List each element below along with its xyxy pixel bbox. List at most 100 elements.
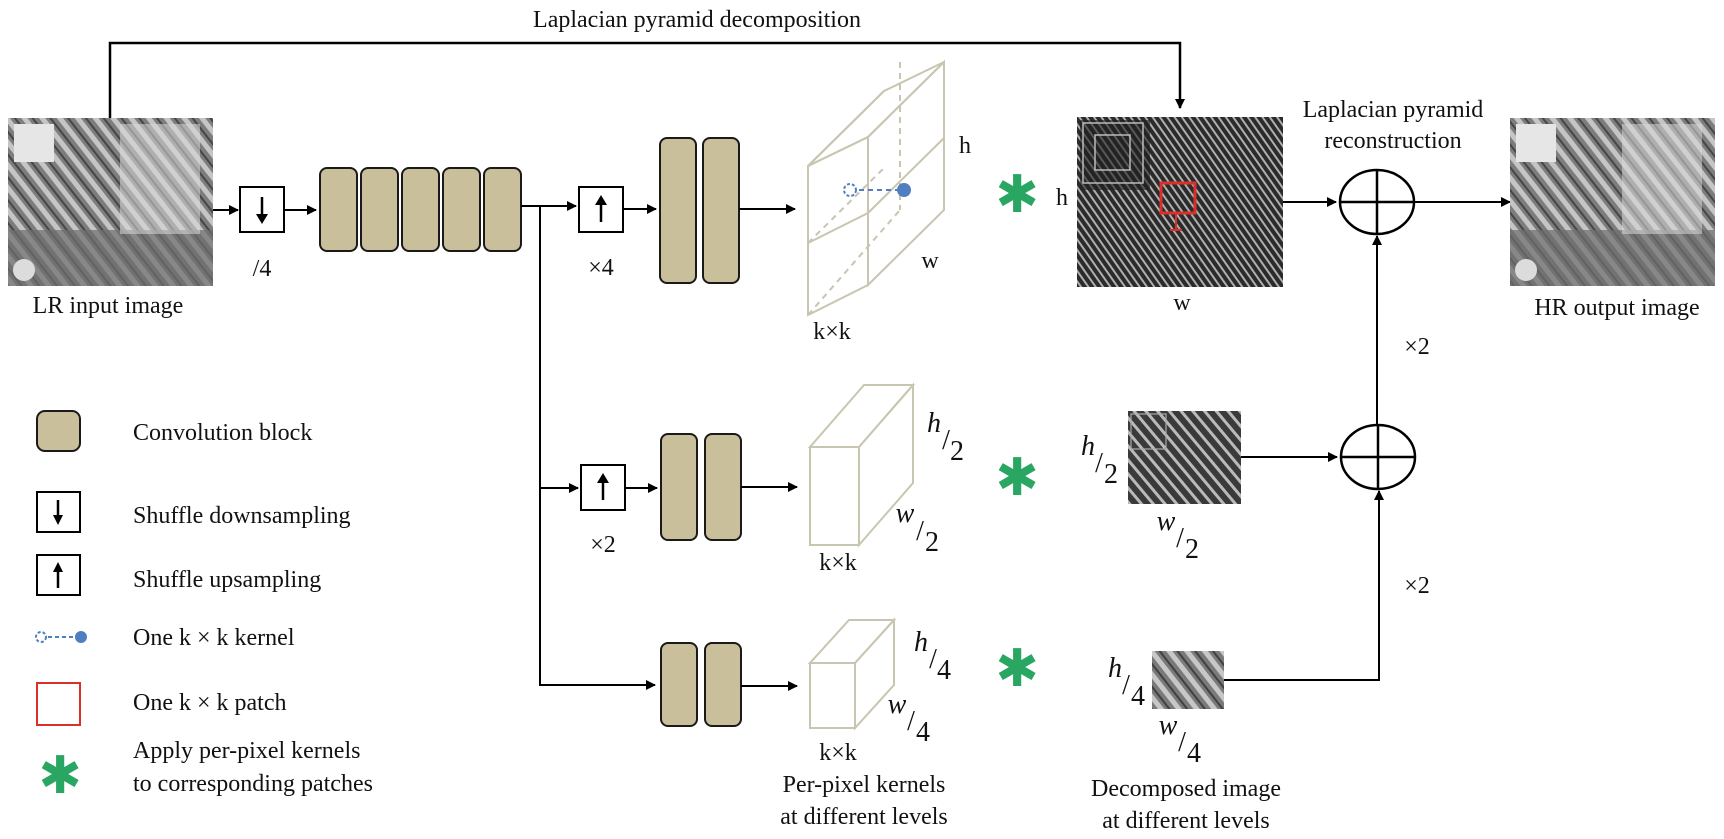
svg-text:h: h — [914, 627, 928, 658]
convolve-asterisk-1: ✱ — [995, 165, 1039, 225]
svg-text:2: 2 — [1104, 459, 1118, 490]
up-arrow-icon — [36, 554, 81, 596]
legend-label-apply-1: Apply per-pixel kernels — [133, 738, 360, 764]
cuboid-1-depth-label: k×k — [813, 319, 851, 345]
svg-text:2: 2 — [925, 527, 939, 558]
cuboid-3-w-label: w / 4 — [888, 689, 930, 748]
sum-node-middle — [1339, 423, 1417, 491]
kernel-cuboid-level-3 — [807, 617, 897, 731]
cuboid-1-h-label: h — [959, 133, 971, 159]
conv-block — [702, 137, 740, 284]
svg-text:/: / — [942, 425, 950, 456]
kernels-caption-2: at different levels — [780, 804, 947, 830]
conv-block — [660, 642, 698, 727]
asterisk-icon: ✱ — [38, 746, 82, 806]
conv-block — [319, 167, 358, 252]
svg-text:4: 4 — [1187, 738, 1201, 769]
lr-input-label: LR input image — [33, 293, 184, 319]
svg-text:h: h — [1081, 431, 1095, 462]
conv-block — [442, 167, 481, 252]
shuffle-upsample-x2-box — [580, 464, 626, 511]
svg-text:2: 2 — [950, 436, 964, 467]
legend-label-apply-2: to corresponding patches — [133, 771, 373, 797]
branch-trunk — [539, 206, 656, 690]
hr-output-image — [1510, 118, 1715, 286]
hr-output-label: HR output image — [1534, 295, 1699, 321]
cuboid-1-w-label: w — [921, 248, 939, 274]
svg-text:w: w — [1159, 710, 1178, 741]
cuboid-2-h-label: h / 2 — [927, 408, 964, 467]
svg-text:4: 4 — [1131, 681, 1145, 712]
conv-block — [401, 167, 440, 252]
image-1-w-label: w — [1173, 290, 1191, 316]
svg-text:h: h — [1108, 653, 1122, 684]
cuboid-2-w-label: w / 2 — [896, 498, 939, 558]
svg-text:2: 2 — [1185, 534, 1199, 565]
image-2-w-label: w / 2 — [1157, 506, 1199, 565]
svg-text:w: w — [888, 689, 907, 720]
conv-block — [659, 137, 697, 284]
patch-box — [1159, 181, 1197, 215]
legend-label-up: Shuffle upsampling — [133, 567, 321, 593]
svg-text:4: 4 — [937, 655, 951, 686]
arrow-image3-to-sum2 — [1224, 490, 1384, 681]
svg-text:/: / — [1176, 523, 1184, 554]
svg-text:/: / — [1122, 670, 1130, 701]
svg-text:/: / — [916, 516, 924, 547]
laplacian-image-level-2 — [1128, 411, 1241, 504]
legend-label-patch: One k × k patch — [133, 690, 287, 716]
cuboid-3-h-label: h / 4 — [914, 627, 951, 686]
kernels-caption-1: Per-pixel kernels — [783, 772, 946, 798]
conv-block-icon — [36, 410, 81, 452]
patch-icon — [36, 682, 81, 726]
conv-block — [660, 433, 698, 541]
kernel-icon — [35, 631, 87, 643]
conv-block — [483, 167, 522, 252]
conv-block — [704, 642, 742, 727]
decomposed-caption-2: at different levels — [1102, 808, 1269, 834]
sum-node-top — [1338, 168, 1416, 236]
svg-text:4: 4 — [916, 717, 930, 748]
svg-text:/: / — [1095, 448, 1103, 479]
image-1-h-label: h — [1056, 185, 1068, 211]
shuffle-downsample-box — [239, 186, 285, 233]
recon-x2-upper-label: ×2 — [1404, 334, 1430, 360]
upsample-x2-label: ×2 — [590, 532, 616, 558]
legend: Convolution block Shuffle downsampling S… — [35, 410, 373, 806]
kernel-cuboid-level-2 — [807, 382, 916, 548]
convolve-asterisk-3: ✱ — [995, 639, 1039, 699]
down-arrow-icon — [36, 491, 81, 533]
recon-x2-lower-label: ×2 — [1404, 573, 1430, 599]
image-3-h-label: h / 4 — [1108, 653, 1145, 712]
legend-label-down: Shuffle downsampling — [133, 503, 351, 529]
convolve-asterisk-2: ✱ — [995, 448, 1039, 508]
lr-input-image — [8, 118, 213, 286]
decomposed-caption-1: Decomposed image — [1091, 776, 1281, 802]
svg-text:h: h — [927, 408, 941, 439]
decomposition-arrow — [108, 41, 1185, 118]
reconstruction-label-1: Laplacian pyramid — [1303, 97, 1484, 123]
svg-text:w: w — [896, 498, 915, 529]
laplacian-image-level-3 — [1152, 651, 1224, 709]
svg-text:/: / — [907, 706, 915, 737]
kernel-cuboid-level-1 — [807, 59, 945, 317]
decomposition-title: Laplacian pyramid decomposition — [533, 7, 861, 33]
image-3-w-label: w / 4 — [1159, 710, 1201, 769]
cuboid-3-depth-label: k×k — [819, 740, 857, 766]
conv-block — [704, 433, 742, 541]
kernel-hollow-dot — [843, 183, 857, 197]
upsample-x4-label: ×4 — [588, 255, 614, 281]
downsample-factor-label: /4 — [253, 256, 272, 282]
legend-label-conv: Convolution block — [133, 420, 312, 446]
kernel-filled-dot — [897, 183, 911, 197]
cuboid-2-depth-label: k×k — [819, 550, 857, 576]
shuffle-upsample-x4-box — [578, 186, 624, 233]
conv-block — [360, 167, 399, 252]
legend-label-kernel: One k × k kernel — [133, 625, 295, 651]
laplacian-image-level-1 — [1077, 117, 1283, 287]
svg-text:/: / — [1178, 727, 1186, 758]
svg-text:/: / — [929, 644, 937, 675]
reconstruction-label-2: reconstruction — [1324, 128, 1461, 154]
image-2-h-label: h / 2 — [1081, 431, 1118, 490]
